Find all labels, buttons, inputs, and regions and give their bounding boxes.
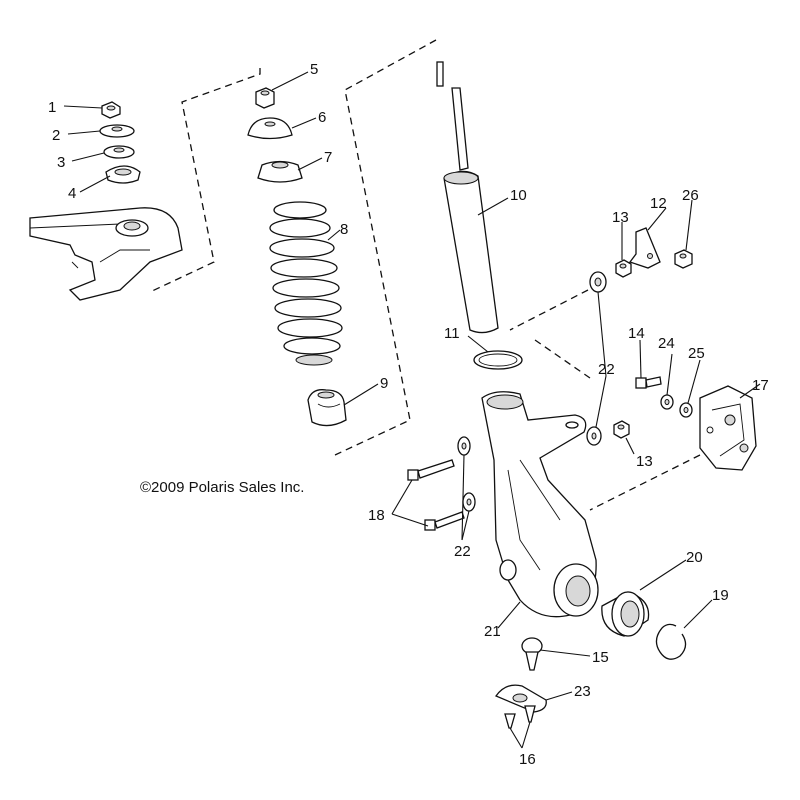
part-19-snap-ring xyxy=(655,623,687,660)
callout-22-left: 22 xyxy=(454,543,471,560)
callout-16: 16 xyxy=(519,751,536,768)
part-17-brake-caliper xyxy=(699,385,757,471)
part-13-nut-upper xyxy=(615,259,632,278)
part-22-washer-right-lower xyxy=(586,426,602,446)
part-16-screws xyxy=(504,705,536,729)
part-22-washer-right-upper xyxy=(589,271,607,293)
part-18-bolt-upper xyxy=(407,459,455,481)
callout-25: 25 xyxy=(688,345,705,362)
callout-17: 17 xyxy=(752,377,769,394)
part-12-clip xyxy=(628,227,661,269)
callout-24: 24 xyxy=(658,335,675,352)
part-25-washer xyxy=(679,402,693,418)
part-1-nut xyxy=(101,101,121,119)
callout-2: 2 xyxy=(52,127,60,144)
part-9-bump-stop xyxy=(307,389,347,427)
callout-4: 4 xyxy=(68,185,76,202)
part-2-washer xyxy=(99,124,135,138)
callout-26: 26 xyxy=(682,187,699,204)
callout-13-upper: 13 xyxy=(612,209,629,226)
callout-3: 3 xyxy=(57,154,65,171)
part-23-plate xyxy=(494,684,547,713)
part-5-nut xyxy=(255,87,275,109)
part-22-washer-left-upper xyxy=(457,436,471,456)
part-6-spring-cap xyxy=(247,117,293,140)
callout-23: 23 xyxy=(574,683,591,700)
part-14-bolt xyxy=(635,376,662,389)
callout-10: 10 xyxy=(510,187,527,204)
callout-8: 8 xyxy=(340,221,348,238)
leader-lines xyxy=(63,71,761,749)
callout-18: 18 xyxy=(368,507,385,524)
callout-11: 11 xyxy=(444,325,460,342)
part-21-steering-knuckle xyxy=(481,391,599,618)
callout-14: 14 xyxy=(628,325,645,342)
part-13-nut-lower xyxy=(613,420,630,439)
part-4-bushing xyxy=(105,165,141,184)
callout-22-right: 22 xyxy=(598,361,615,378)
callout-13-lower: 13 xyxy=(636,453,653,470)
callout-19: 19 xyxy=(712,587,729,604)
part-20-wheel-bearing xyxy=(601,591,650,637)
callout-21: 21 xyxy=(484,623,501,640)
part-24-washer xyxy=(660,394,674,410)
callout-20: 20 xyxy=(686,549,703,566)
part-18-bolt-lower xyxy=(424,511,465,531)
callout-6: 6 xyxy=(318,109,326,126)
callout-7: 7 xyxy=(324,149,332,166)
part-7-spring-seat xyxy=(257,160,303,183)
dashed-group-lines xyxy=(149,39,701,511)
part-3-washer xyxy=(103,145,135,159)
callout-1: 1 xyxy=(48,99,56,116)
part-11-o-ring xyxy=(473,350,523,370)
part-8-coil-spring xyxy=(269,201,343,366)
callout-labels: 1 2 3 4 5 6 7 8 9 10 11 12 13 13 14 15 1… xyxy=(48,61,769,768)
part-26-nut xyxy=(674,249,693,269)
callout-9: 9 xyxy=(380,375,388,392)
upper-frame-mount xyxy=(29,207,183,301)
part-22-washer-left-lower xyxy=(462,492,476,512)
copyright-notice: ©2009 Polaris Sales Inc. xyxy=(140,479,304,496)
part-10-shock-absorber xyxy=(436,61,499,334)
callout-15: 15 xyxy=(592,649,609,666)
part-15-ball-joint xyxy=(521,637,543,671)
callout-5: 5 xyxy=(310,61,318,78)
callout-12: 12 xyxy=(650,195,667,212)
